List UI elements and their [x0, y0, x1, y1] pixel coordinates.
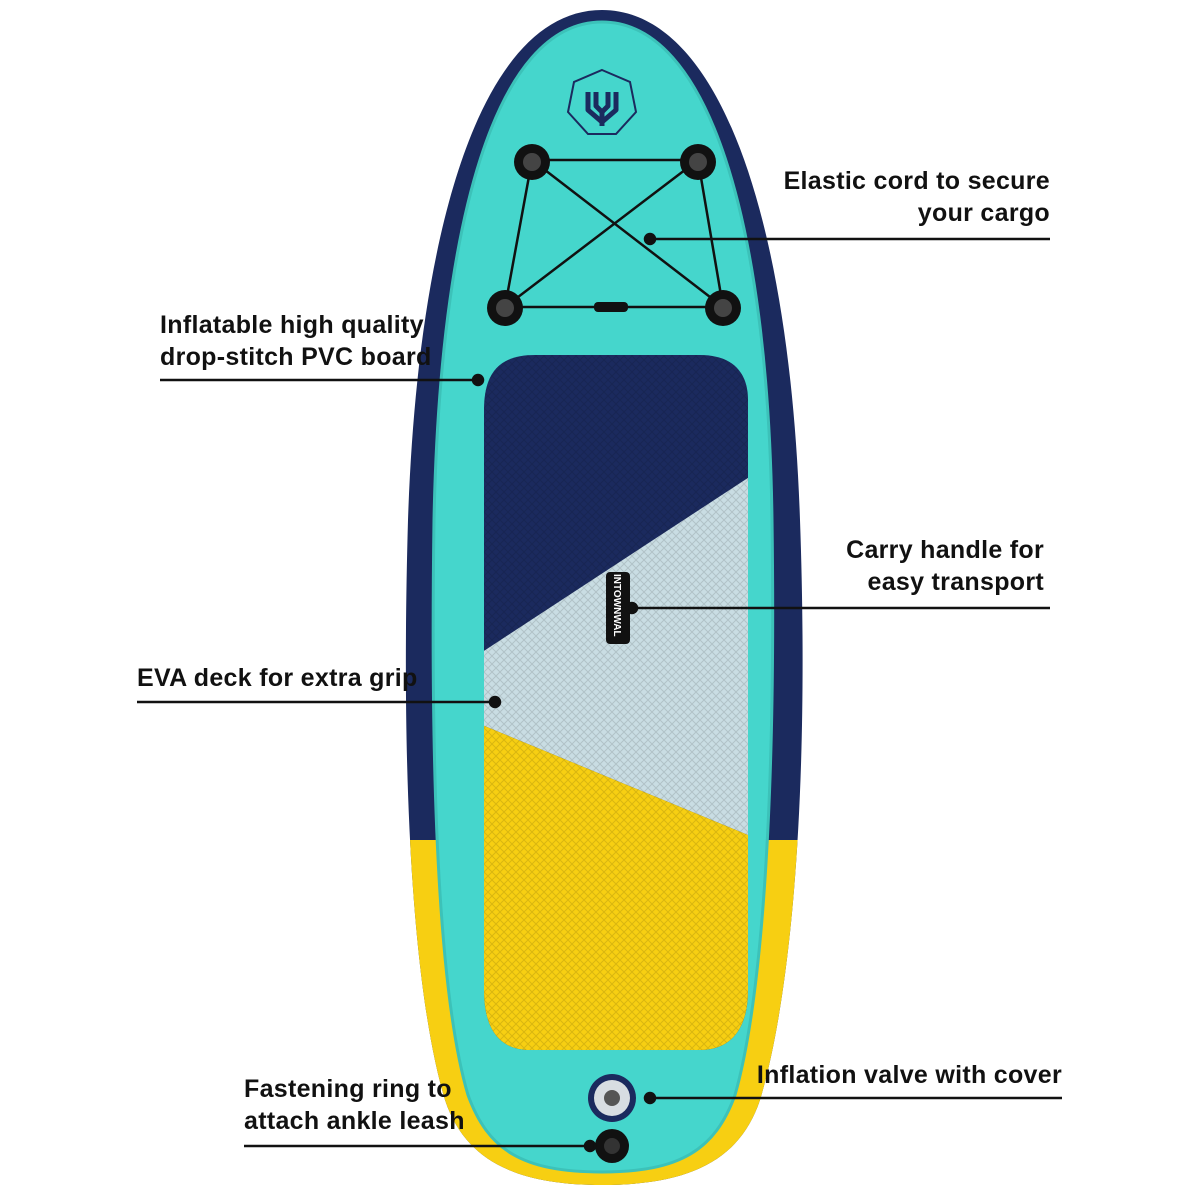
callout-inflatable-line2: drop-stitch PVC board: [160, 343, 432, 371]
callout-inflatable: Inflatable high quality drop-stitch PVC …: [160, 309, 432, 373]
d-ring-icon: [487, 290, 523, 326]
callout-carry-handle: Carry handle for easy transport: [846, 534, 1044, 598]
carry-handle-brand-text: INTOWNWAL: [611, 574, 622, 637]
callout-carry-handle-line2: easy transport: [867, 568, 1044, 596]
callout-carry-handle-line1: Carry handle for: [846, 536, 1044, 564]
callout-elastic-cord-line2: your cargo: [917, 199, 1050, 227]
callout-eva-deck: EVA deck for extra grip: [137, 662, 418, 694]
d-ring-icon: [705, 290, 741, 326]
elastic-cord: [487, 144, 741, 326]
callout-elastic-cord-line1: Elastic cord to secure: [783, 167, 1050, 195]
callout-fastening-ring-line1: Fastening ring to: [244, 1075, 452, 1103]
inflation-valve-icon: [588, 1074, 636, 1122]
d-ring-icon: [680, 144, 716, 180]
d-ring-icon: [514, 144, 550, 180]
callout-fastening-ring-line2: attach ankle leash: [244, 1107, 465, 1135]
carry-handle: INTOWNWAL: [606, 572, 630, 644]
eva-deck-pad: [484, 355, 748, 1050]
callout-inflation-valve: Inflation valve with cover: [757, 1059, 1062, 1091]
leader-lines: [137, 232, 1062, 1153]
callout-elastic-cord: Elastic cord to secure your cargo: [784, 165, 1050, 229]
callout-inflation-valve-line1: Inflation valve with cover: [756, 1061, 1062, 1089]
callout-inflatable-line1: Inflatable high quality: [160, 311, 424, 339]
callout-fastening-ring: Fastening ring to attach ankle leash: [244, 1073, 465, 1137]
trident-logo-icon: [566, 68, 638, 135]
leash-ring-icon: [595, 1129, 629, 1163]
callout-eva-deck-line1: EVA deck for extra grip: [137, 664, 418, 692]
